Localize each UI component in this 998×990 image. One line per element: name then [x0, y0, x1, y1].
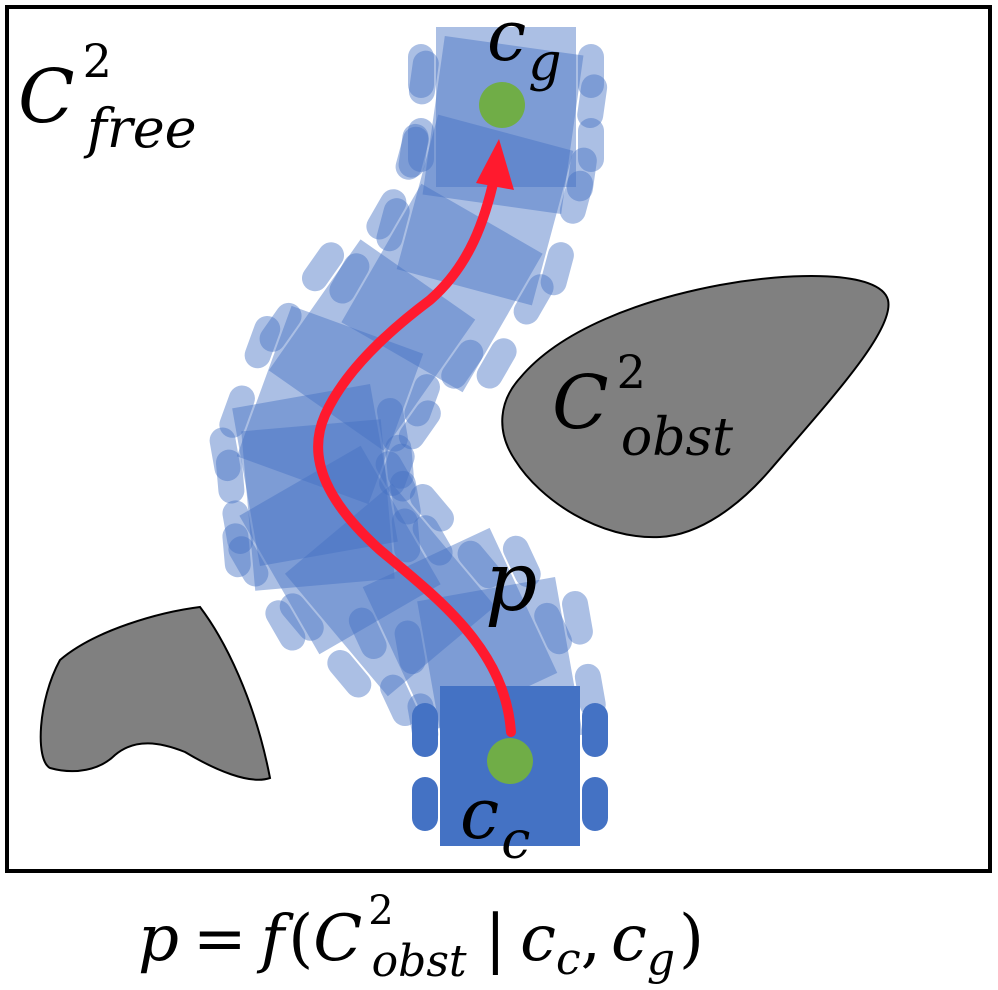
obstacle-large: [501, 275, 890, 539]
goal-point: [479, 82, 525, 128]
current-config-label: cc: [460, 773, 530, 871]
path-label: p: [485, 535, 538, 630]
goal-config-label: cg: [487, 0, 562, 93]
obstacle-small: [39, 605, 272, 781]
planned-path: [313, 170, 516, 737]
path-arrowhead: [476, 139, 514, 190]
current-point: [487, 738, 533, 784]
